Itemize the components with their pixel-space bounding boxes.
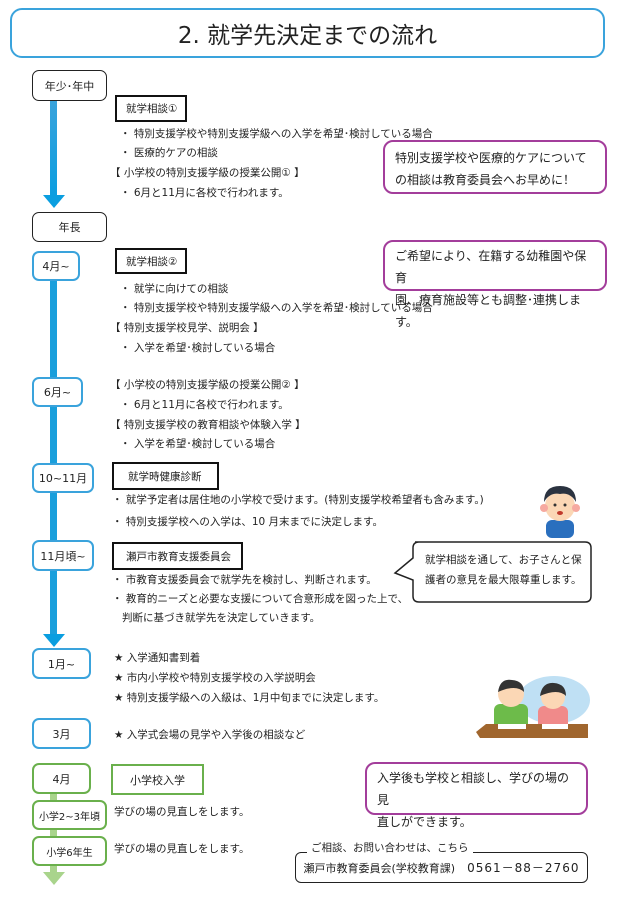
- june-item-1: ・ 6月と11月に各校で行われます。: [120, 399, 289, 411]
- page-title: 2. 就学先決定までの流れ: [10, 8, 605, 58]
- consult2-subheading: 【 特別支援学校見学、説明会 】: [110, 322, 264, 334]
- speech-bubble: [393, 541, 592, 603]
- stage-november: 11月頃~: [32, 540, 94, 571]
- consult2-item: ・ 就学に向けての相談: [120, 283, 229, 295]
- review-text: 学びの場の見直しをします。: [114, 806, 250, 818]
- note-early-consult: 特別支援学校や医療的ケアについての相談は教育委員会へお早めに！: [383, 140, 607, 194]
- stage-june: 6月~: [32, 377, 83, 407]
- january-item: ★ 入学通知書到着: [114, 652, 201, 664]
- june-item-2: ・ 入学を希望･検討している場合: [120, 438, 276, 450]
- contact-label: ご相談、お問い合わせは、こちら: [307, 840, 473, 855]
- stage-nensho: 年少･年中: [32, 70, 107, 101]
- timeline-arrow-shaft: [50, 100, 57, 197]
- bubble-line: 就学相談を通して、お子さんと保: [425, 554, 582, 566]
- january-item: ★ 特別支援学級への入級は、1月中旬までに決定します。: [114, 692, 385, 704]
- arrow-down-icon: [43, 634, 65, 647]
- consult1-item: ・ 医療的ケアの相談: [120, 147, 218, 159]
- note-line: 入学後も学校と相談し、学びの場の見: [377, 771, 570, 807]
- stage-march: 3月: [32, 718, 91, 749]
- timeline-arrow-shaft-green: [50, 793, 57, 873]
- note-line: 園、療育施設等とも調整･連携します。: [395, 293, 582, 329]
- stage-nencho: 年長: [32, 212, 107, 242]
- health-check-heading: 就学時健康診断: [112, 462, 219, 490]
- stage-january: 1月~: [32, 648, 91, 679]
- boy-illustration: [540, 486, 580, 538]
- note-coordination: ご希望により、在籍する幼稚園や保育園、療育施設等とも調整･連携します。: [383, 240, 607, 329]
- health-item: ・ 特別支援学校への入学は、10 月末までに決定します。: [112, 516, 383, 528]
- contact-box: 瀬戸市教育委員会(学校教育課) 0561－88－2760: [295, 852, 588, 883]
- note-line: 特別支援学校や医療的ケアについて: [395, 151, 587, 165]
- health-item: ・ 就学予定者は居住地の小学校で受けます。(特別支援学校希望者も含みます。): [112, 494, 484, 506]
- committee-item: ・ 市教育支援委員会で就学先を検討し、判断されます。: [112, 574, 377, 586]
- committee-item: 判断に基づき就学先を決定していきます。: [112, 612, 321, 624]
- note-review: 入学後も学校と相談し、学びの場の見直しができます。: [365, 762, 588, 829]
- stage-april-school: 4月: [32, 763, 91, 794]
- note-line: ご希望により、在籍する幼稚園や保育: [395, 249, 587, 285]
- consult1-subheading: 【 小学校の特別支援学級の授業公開① 】: [110, 167, 305, 179]
- arrow-down-icon: [43, 195, 65, 208]
- stage-grade-6: 小学6年生: [32, 836, 107, 866]
- committee-item: ・ 教育的ニーズと必要な支援について合意形成を図った上で、: [112, 593, 409, 605]
- stage-april: 4月~: [32, 251, 80, 281]
- january-item: ★ 市内小学校や特別支援学校の入学説明会: [114, 672, 316, 684]
- arrow-down-icon: [43, 872, 65, 885]
- consult2-heading: 就学相談②: [115, 248, 187, 274]
- note-line: 直しができます。: [377, 815, 472, 829]
- contact-org: 瀬戸市教育委員会(学校教育課): [303, 861, 456, 875]
- bubble-text: 就学相談を通して、お子さんと保護者の意見を最大限尊重します。: [425, 550, 582, 590]
- school-entry-heading: 小学校入学: [111, 764, 204, 795]
- consult1-subitem: ・ 6月と11月に各校で行われます。: [120, 187, 289, 199]
- committee-heading: 瀬戸市教育支援委員会: [112, 542, 243, 570]
- consult1-item: ・ 特別支援学校や特別支援学級への入学を希望･検討している場合: [120, 128, 433, 140]
- timeline-arrow-shaft: [50, 280, 57, 636]
- stage-oct-nov: 10~11月: [32, 463, 94, 493]
- consult1-heading: 就学相談①: [115, 95, 187, 122]
- march-item: ★ 入学式会場の見学や入学後の相談など: [114, 729, 306, 741]
- bubble-line: 護者の意見を最大限尊重します。: [425, 574, 582, 586]
- children-studying-illustration: [476, 676, 590, 738]
- june-heading-1: 【 小学校の特別支援学級の授業公開② 】: [110, 379, 305, 391]
- consult2-item: ・ 特別支援学校や特別支援学級への入学を希望･検討している場合: [120, 302, 433, 314]
- consult2-subitem: ・ 入学を希望･検討している場合: [120, 342, 276, 354]
- stage-grade-2-3: 小学2~3年頃: [32, 800, 107, 830]
- contact-phone[interactable]: 0561－88－2760: [467, 861, 580, 875]
- note-line: の相談は教育委員会へお早めに！: [395, 173, 576, 187]
- review-text: 学びの場の見直しをします。: [114, 843, 250, 855]
- june-heading-2: 【 特別支援学校の教育相談や体験入学 】: [110, 419, 306, 431]
